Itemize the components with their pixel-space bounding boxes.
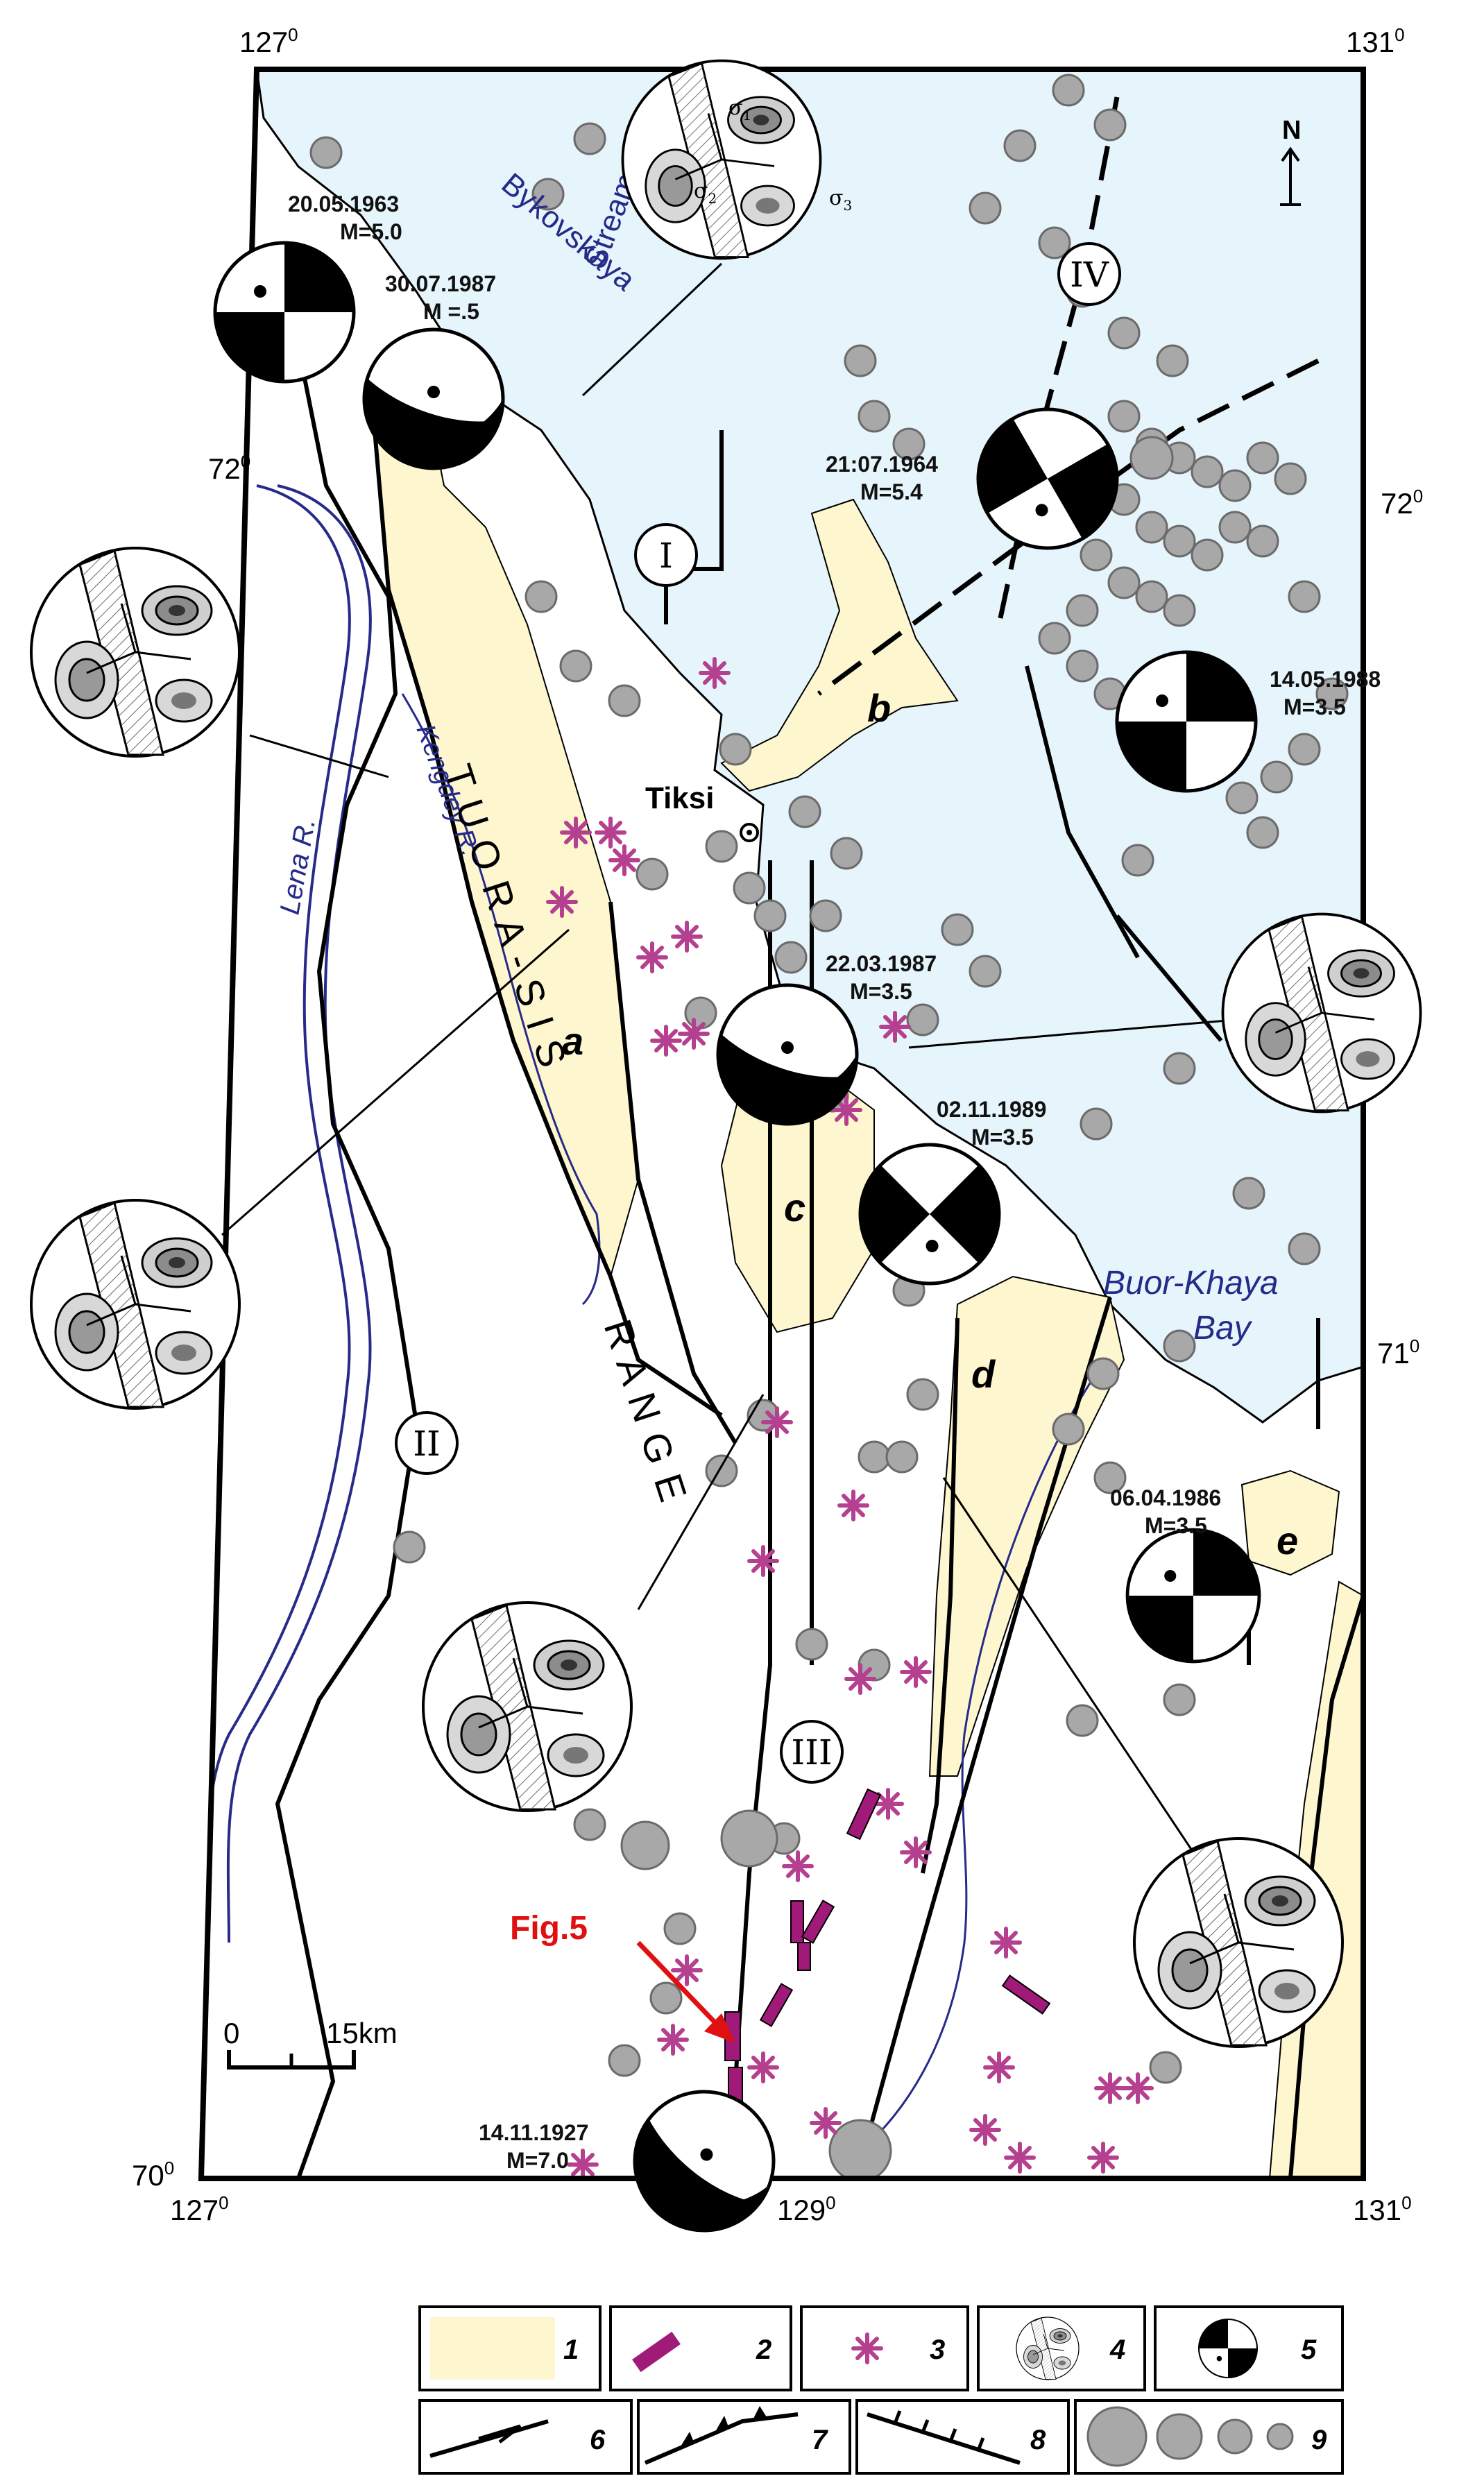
- svg-text:7: 7: [812, 2425, 828, 2455]
- svg-text:9: 9: [1311, 2425, 1327, 2455]
- bay-label-1: Buor-Khaya: [1103, 1265, 1279, 1302]
- basin-b: [720, 498, 959, 792]
- legend-thrust-swatch: [644, 2412, 799, 2465]
- event-4-date: 14.05.1988: [1270, 667, 1381, 692]
- north-label: N: [1282, 116, 1301, 145]
- legend-basin-swatch: [430, 2317, 555, 2380]
- zone-markers: I II III IV: [395, 242, 1121, 1784]
- svg-text:σ1: σ1: [728, 96, 751, 123]
- svg-text:1: 1: [563, 2335, 579, 2365]
- range-label-2: R A N G E: [596, 1314, 696, 1508]
- event-3-date: 21:07.1964: [826, 452, 938, 477]
- fig5-callout: Fig.5: [510, 1910, 588, 1947]
- basin-e-label: e: [1277, 1519, 1298, 1562]
- event-1-date: 20.05.1963: [288, 191, 399, 216]
- event-6-date: 02.11.1989: [937, 1097, 1046, 1122]
- basin-d-label: d: [971, 1352, 996, 1396]
- coord-bottom-mid: 1290: [777, 2192, 836, 2226]
- svg-text:3: 3: [930, 2335, 945, 2365]
- svg-text:4: 4: [1109, 2335, 1125, 2365]
- svg-text:σ3: σ3: [829, 186, 852, 214]
- svg-text:σ2: σ2: [694, 179, 717, 207]
- coord-top-right: 1310: [1346, 24, 1405, 58]
- coord-bottom-left: 1270: [170, 2192, 229, 2226]
- central-fault: [733, 860, 772, 2082]
- coord-bottom-right: 1310: [1353, 2192, 1412, 2226]
- legend: 1 2 3 4 5 6 7 8 9: [418, 2305, 1344, 2475]
- basin-d: [928, 1275, 1125, 1777]
- event-5-date: 22.03.1987: [826, 951, 937, 976]
- svg-text:8: 8: [1030, 2425, 1046, 2455]
- basin-a-label: a: [562, 1019, 583, 1063]
- coord-right-bottom: 710: [1377, 1336, 1419, 1370]
- coord-right-top: 720: [1381, 486, 1423, 520]
- map-frame: [198, 67, 1366, 2181]
- event-8-date: 14.11.1927: [479, 2120, 588, 2145]
- northeast-fault: [996, 96, 1120, 625]
- svg-text:I: I: [659, 536, 673, 576]
- event-3-mag: M=5.4: [860, 479, 923, 504]
- coord-left-top: 720: [208, 451, 250, 485]
- legend-strike-slip-swatch: [429, 2419, 549, 2458]
- event-5-mag: M=3.5: [850, 979, 912, 1004]
- eastern-river: [860, 1373, 1098, 2152]
- fig5-arrow-icon: [636, 1940, 735, 2043]
- svg-text:IV: IV: [1070, 255, 1109, 295]
- basin-b-label: b: [867, 686, 891, 730]
- svg-text:III: III: [791, 1732, 832, 1773]
- north-arrow-icon: [1280, 146, 1301, 206]
- legend-stereonet-swatch: [1016, 2316, 1080, 2380]
- event-7-date: 06.04.1986: [1110, 1485, 1221, 1510]
- legend-normal-fault-swatch: [867, 2412, 1021, 2465]
- legend-asterisk-swatch: [853, 2335, 881, 2362]
- svg-text:II: II: [413, 1424, 441, 1464]
- svg-text:6: 6: [590, 2425, 606, 2455]
- event-4-mag: M=3.5: [1283, 694, 1346, 719]
- svg-text:2: 2: [756, 2335, 771, 2365]
- svg-text:0: 0: [223, 2017, 239, 2049]
- stereonet-diagrams: [30, 59, 1422, 2048]
- tiksi-label: Tiksi: [645, 781, 714, 815]
- coord-left-bottom: 700: [132, 2158, 174, 2192]
- svg-text:15km: 15km: [326, 2017, 398, 2049]
- event-labels: 20.05.1963 M=5.0 30.07.1987 M =.5 21:07.…: [288, 191, 1381, 2173]
- epicenters: [309, 74, 1349, 2178]
- svg-text:5: 5: [1301, 2335, 1317, 2365]
- basin-c-label: c: [784, 1186, 805, 1229]
- coord-top-left: 1270: [239, 24, 298, 58]
- event-8-mag: M=7.0: [506, 2148, 569, 2173]
- western-thrust: [275, 263, 419, 2178]
- event-2-mag: M =.5: [423, 299, 479, 324]
- stress-labels: σ1 σ2 σ3: [694, 96, 852, 214]
- legend-beachball-swatch: [1197, 2318, 1259, 2379]
- event-7-mag: M=3.5: [1145, 1513, 1207, 1538]
- event-1-mag: M=5.0: [340, 219, 402, 244]
- legend-quake-large: [1086, 2406, 1148, 2467]
- bay-label-2: Bay: [1193, 1310, 1253, 1347]
- legend-dyke-swatch: [632, 2331, 681, 2373]
- event-2-date: 30.07.1987: [385, 271, 496, 296]
- event-6-mag: M=3.5: [971, 1125, 1034, 1150]
- lena-river: [205, 484, 351, 1943]
- scale-bar: 0 15km: [223, 2017, 398, 2070]
